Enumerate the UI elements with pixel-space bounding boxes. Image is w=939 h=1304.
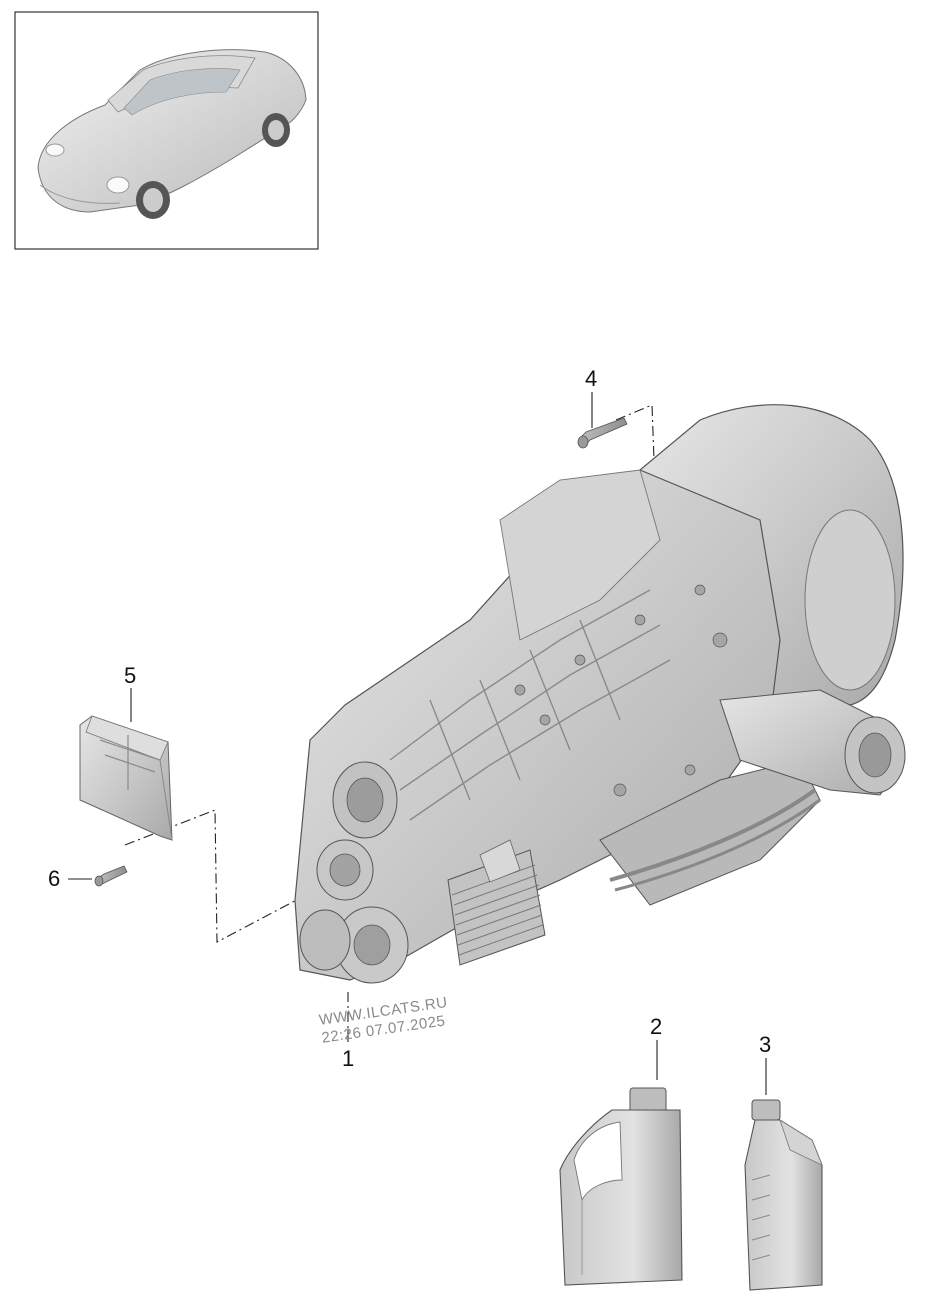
callout-4[interactable]: 4 <box>585 366 598 391</box>
callout-5[interactable]: 5 <box>124 663 137 688</box>
leader-lines <box>68 392 767 1095</box>
callout-3[interactable]: 3 <box>759 1032 772 1057</box>
oil-canister-2 <box>559 1087 683 1286</box>
callout-2[interactable]: 2 <box>650 1014 663 1039</box>
transmission-1 <box>294 404 906 984</box>
oil-bottle-3 <box>744 1099 823 1291</box>
vehicle-thumbnail <box>14 11 319 250</box>
oil-cooler <box>447 839 546 966</box>
bolt-4 <box>577 417 628 449</box>
callout-6[interactable]: 6 <box>48 866 61 891</box>
car-illustration <box>37 49 307 219</box>
callout-1[interactable]: 1 <box>342 1046 355 1071</box>
bracket-5 <box>79 715 173 841</box>
bolt-6 <box>94 865 128 887</box>
